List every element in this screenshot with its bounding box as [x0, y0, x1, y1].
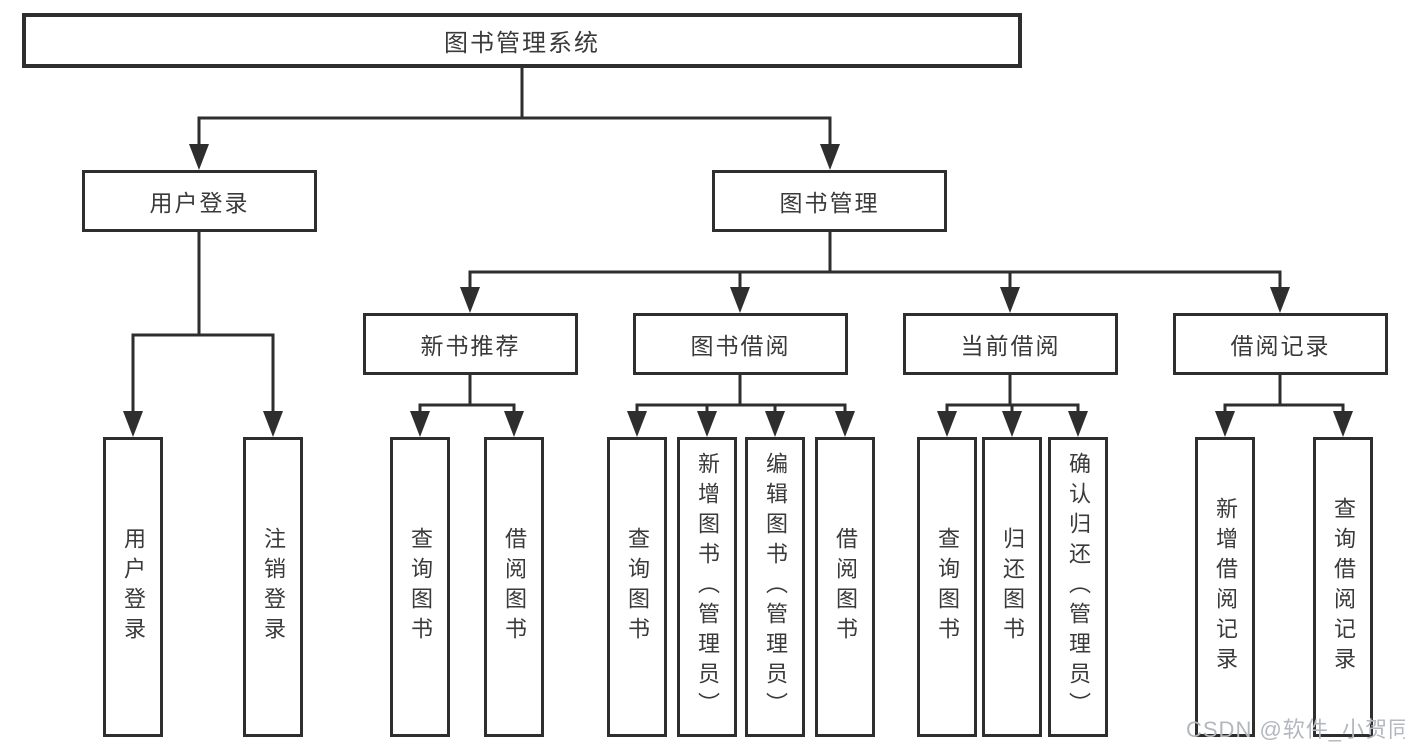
leaf-confirm-return-admin: 确认归还（管理员） — [1048, 437, 1108, 737]
node-user-login: 用户登录 — [82, 170, 317, 232]
leaf-logout: 注销登录 — [243, 437, 303, 737]
leaf-add-borrow-record: 新增借阅记录 — [1195, 437, 1255, 737]
leaf-edit-books-admin: 编辑图书（管理员） — [745, 437, 805, 737]
leaf-query-books-borrowing: 查询图书 — [607, 437, 667, 737]
leaf-user-login: 用户登录 — [103, 437, 163, 737]
node-book-management: 图书管理 — [712, 170, 947, 232]
leaf-add-books-admin: 新增图书（管理员） — [677, 437, 737, 737]
leaf-query-borrow-record: 查询借阅记录 — [1313, 437, 1373, 737]
csdn-watermark: CSDN @软件_小贺同学 — [1186, 717, 1405, 742]
node-borrow-records: 借阅记录 — [1173, 313, 1388, 375]
leaf-query-books-current: 查询图书 — [917, 437, 977, 737]
leaf-query-books-recommend: 查询图书 — [390, 437, 450, 737]
leaf-return-books: 归还图书 — [982, 437, 1042, 737]
leaf-borrow-books: 借阅图书 — [815, 437, 875, 737]
node-current-borrowing: 当前借阅 — [903, 313, 1118, 375]
leaf-borrow-books-recommend: 借阅图书 — [484, 437, 544, 737]
node-book-borrowing: 图书借阅 — [633, 313, 848, 375]
node-root-system: 图书管理系统 — [22, 13, 1022, 68]
node-new-book-recommend: 新书推荐 — [363, 313, 578, 375]
